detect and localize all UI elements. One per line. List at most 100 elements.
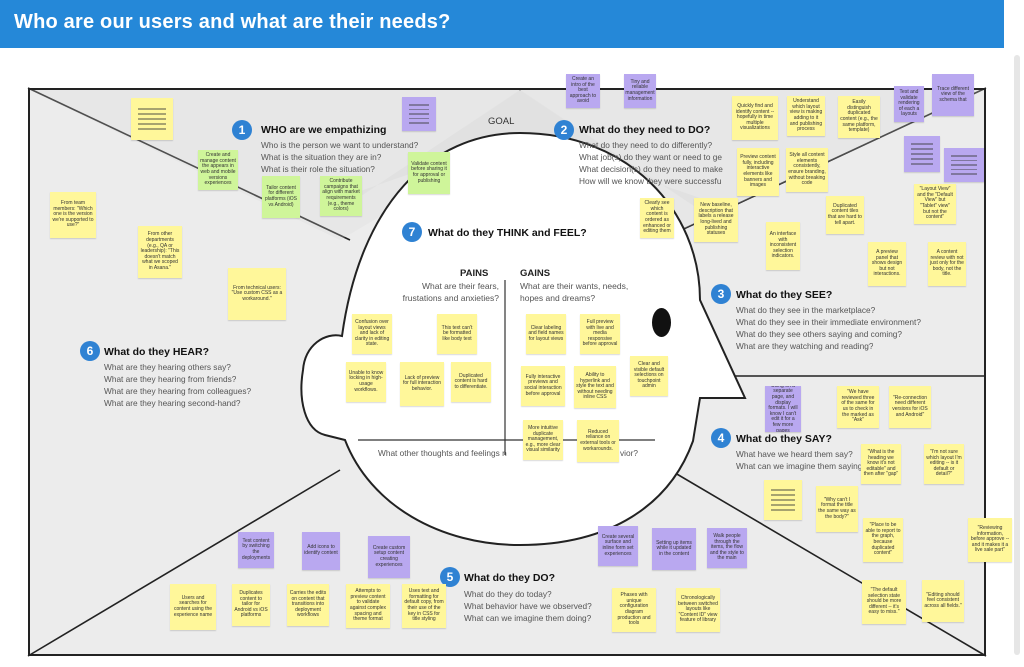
- sticky-note[interactable]: This text can't be formatted like body t…: [437, 314, 477, 354]
- sticky-note[interactable]: Test and validate rendering of each a la…: [894, 86, 924, 122]
- sticky-note[interactable]: Create and manage content the appears in…: [198, 150, 238, 190]
- sticky-note-text: Preview content fully, including interac…: [740, 154, 776, 189]
- sticky-note[interactable]: Add icons to identify content: [302, 532, 340, 570]
- sticky-note[interactable]: Easily distinguish duplicated content (e…: [838, 96, 880, 138]
- sticky-note-text: New baseline, description that labels a …: [698, 202, 734, 237]
- sticky-note-text: "Editing should feel consistent across a…: [924, 591, 962, 609]
- sticky-note-text: "We have reviewed three of the same for …: [841, 389, 875, 424]
- sticky-note[interactable]: "Why can't I format the title the same w…: [816, 486, 858, 532]
- section-6-question-1: What are they hearing others say?: [104, 362, 231, 372]
- sticky-note-text: Using on a separate page, and display fo…: [768, 386, 798, 432]
- sticky-note[interactable]: Walk people through the items, the flow …: [707, 528, 747, 568]
- sticky-note[interactable]: Tailor content for different platforms (…: [262, 176, 300, 218]
- gains-subtitle-1: What are their wants, needs,: [520, 281, 629, 291]
- sticky-note[interactable]: Create an intro of the best approach to …: [566, 74, 600, 108]
- sticky-note[interactable]: Confusion over layout views and lack of …: [352, 314, 392, 354]
- sticky-note[interactable]: [904, 136, 940, 172]
- sticky-note[interactable]: Chronologically between switched layouts…: [676, 588, 720, 632]
- sticky-note[interactable]: [131, 98, 173, 140]
- sticky-note-line: [409, 117, 429, 120]
- sticky-note[interactable]: Validate content before sharing it for a…: [408, 152, 450, 194]
- sticky-note[interactable]: [764, 480, 802, 520]
- sticky-note-line: [409, 122, 429, 124]
- sticky-note[interactable]: Users and searches for content using the…: [170, 584, 216, 630]
- sticky-note-line: [409, 108, 429, 111]
- sticky-note-line: [771, 489, 795, 491]
- sticky-note[interactable]: Create several surface and inline form s…: [598, 526, 638, 566]
- sticky-note[interactable]: Phases with unique configuration diagram…: [612, 588, 656, 632]
- sticky-note[interactable]: A preview panel that shows design but no…: [868, 242, 906, 286]
- sticky-note[interactable]: [944, 148, 984, 182]
- section-3-question-3: What do they see others saying and comin…: [736, 329, 903, 339]
- sticky-note[interactable]: "What is the heading we know it's not ed…: [861, 444, 901, 484]
- sticky-note[interactable]: Fully interactive previews and social in…: [521, 366, 565, 406]
- sticky-note[interactable]: Ability to hyperlink and style the text …: [574, 366, 616, 408]
- sticky-note-text: Tailor content for different platforms (…: [265, 184, 297, 208]
- sticky-note-line: [911, 148, 933, 150]
- sticky-note[interactable]: "The default selection state should be m…: [862, 580, 906, 624]
- sticky-note[interactable]: From other departments (e.g., QA or lead…: [138, 226, 182, 278]
- sticky-note-text: Easily distinguish duplicated content (e…: [840, 99, 878, 134]
- sticky-note-line: [138, 128, 166, 130]
- sticky-note[interactable]: "Layout View" and the "Default View" but…: [914, 184, 956, 224]
- sticky-note[interactable]: More intuitive duplicate management, e.g…: [523, 420, 563, 460]
- sticky-note-text: Phases with unique configuration diagram…: [617, 592, 651, 627]
- section-4-question-1: What have we heard them say?: [736, 449, 853, 459]
- sticky-note[interactable]: "Place to be able to report to the graph…: [863, 518, 903, 562]
- sticky-note[interactable]: Tiny and reliable management information: [624, 74, 656, 108]
- sticky-note[interactable]: "Reviewing information, before approve -…: [968, 518, 1012, 562]
- sticky-note[interactable]: Duplicates content to tailor for Android…: [232, 584, 270, 626]
- sticky-note-text: Users and searches for content using the…: [173, 594, 213, 618]
- sticky-note[interactable]: Test content by switching the deployment…: [238, 532, 274, 568]
- sticky-note[interactable]: Clear labeling and field names for layou…: [526, 314, 566, 354]
- section-1-question-3: What is their role the situation?: [261, 164, 375, 174]
- sticky-note[interactable]: From technical users: "Use custom CSS as…: [228, 268, 286, 320]
- sticky-note[interactable]: Clear and visible default selections on …: [630, 356, 668, 396]
- sticky-note[interactable]: Contribute campaigns that align with mar…: [320, 176, 362, 216]
- section-2-number: 2: [554, 120, 574, 140]
- sticky-note[interactable]: Preview content fully, including interac…: [737, 148, 779, 196]
- sticky-note[interactable]: New baseline, description that labels a …: [694, 198, 738, 242]
- sticky-note[interactable]: Clearly see which content is ordered as …: [640, 198, 674, 238]
- vertical-scrollbar[interactable]: [1014, 55, 1020, 655]
- sticky-note[interactable]: [402, 97, 436, 131]
- sticky-note[interactable]: Style all content elements consistently,…: [786, 148, 828, 192]
- sticky-note[interactable]: Unable to know locking in high-usage wor…: [346, 362, 386, 402]
- sticky-note[interactable]: "I'm not sure which layout I'm editing -…: [924, 444, 964, 484]
- sticky-note[interactable]: Create custom setup content creating exp…: [368, 536, 410, 578]
- sticky-note[interactable]: Lack of preview for full interaction beh…: [400, 362, 444, 406]
- sticky-note[interactable]: Using on a separate page, and display fo…: [765, 386, 801, 432]
- sticky-note[interactable]: An interface with inconsistent selection…: [766, 222, 800, 270]
- sticky-note[interactable]: "Re-connection need different versions f…: [889, 386, 931, 428]
- pains-subtitle-2: frustations and anxieties?: [402, 293, 499, 303]
- sticky-note-text: From technical users: "Use custom CSS as…: [231, 284, 283, 302]
- sticky-note-line: [911, 153, 933, 155]
- sticky-note[interactable]: Setting up items while it updated in the…: [652, 528, 696, 570]
- sticky-note-text: Chronologically between switched layouts…: [678, 595, 718, 624]
- section-7-number: 7: [402, 222, 422, 242]
- sticky-note[interactable]: Understand which layout view is making a…: [787, 96, 825, 136]
- sticky-note[interactable]: "We have reviewed three of the same for …: [837, 386, 879, 428]
- sticky-note[interactable]: Reduced reliance on external tools or wo…: [577, 420, 619, 462]
- sticky-note[interactable]: "Editing should feel consistent across a…: [922, 580, 964, 622]
- sticky-note[interactable]: Duplicated content tiles that are hard t…: [826, 196, 864, 234]
- sticky-note-text: Duplicated content tiles that are hard t…: [828, 202, 862, 226]
- sticky-note-line: [771, 504, 795, 506]
- section-1-question-2: What is the situation they are in?: [261, 152, 382, 162]
- pains-title: PAINS: [460, 268, 489, 279]
- sticky-note[interactable]: A content review with not just only for …: [928, 242, 966, 286]
- sticky-note[interactable]: Attempts to preview content to validate …: [346, 584, 390, 628]
- sticky-note[interactable]: Uses text and formatting for default cop…: [402, 584, 446, 628]
- sticky-note-line: [771, 509, 795, 511]
- sticky-note[interactable]: Full preview with live and media respons…: [580, 314, 620, 354]
- sticky-note[interactable]: From team members: "Which one is the ver…: [50, 192, 96, 238]
- sticky-note[interactable]: Quickly find and identify content -- hop…: [732, 96, 778, 140]
- sticky-note[interactable]: Trace different view of the schema that: [932, 74, 974, 116]
- sticky-note[interactable]: Carries the edits on content that transi…: [287, 584, 329, 626]
- sticky-note-text: From team members: "Which one is the ver…: [52, 200, 94, 229]
- section-6-number: 6: [80, 341, 100, 361]
- sticky-note[interactable]: Duplicated content is hard to differenti…: [451, 362, 491, 402]
- goal-region: [340, 90, 700, 210]
- sticky-note-line: [771, 499, 795, 501]
- sticky-note-text: "The default selection state should be m…: [866, 587, 902, 616]
